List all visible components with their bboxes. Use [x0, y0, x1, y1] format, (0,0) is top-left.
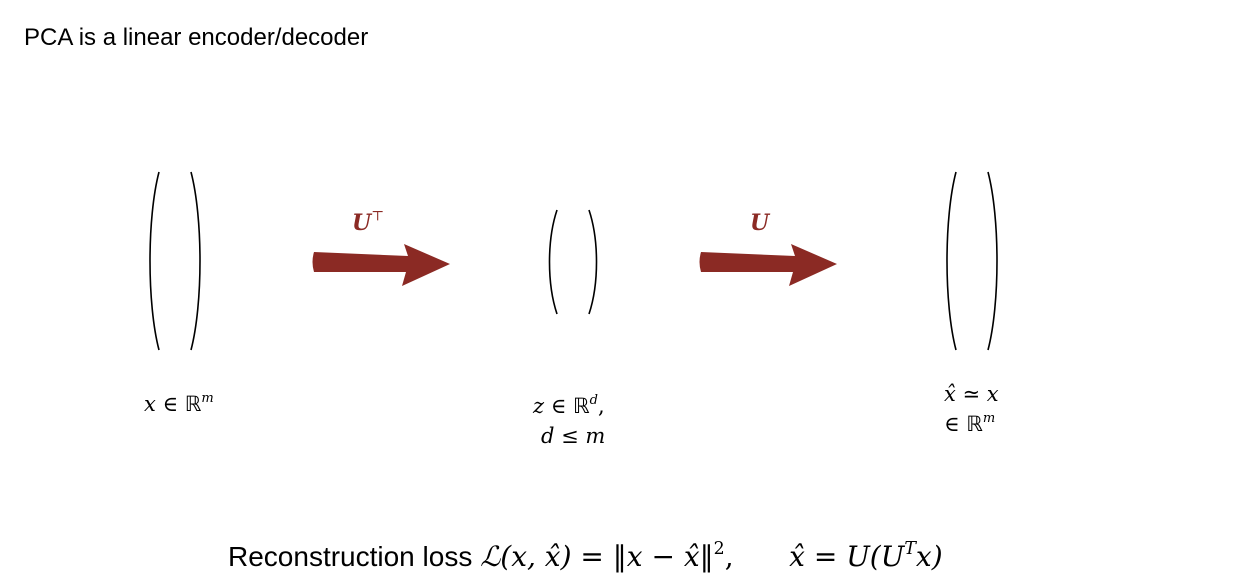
- reconstruction-loss-formula: Reconstruction loss ℒ(x, x̂) = ‖x − x̂‖2…: [228, 540, 943, 573]
- latent-vector: [543, 206, 603, 318]
- output-vector-label: x̂ ≃ x: [944, 382, 999, 406]
- output-vector: [942, 168, 1002, 354]
- loss-formula-right: x̂ = U(UTx): [789, 538, 943, 573]
- latent-vector-label: z ∈ ℝd,: [533, 392, 605, 418]
- loss-formula-left: ℒ(x, x̂) = ‖x − x̂‖2,: [480, 538, 734, 573]
- page-title: PCA is a linear encoder/decoder: [24, 24, 369, 51]
- encoder-label: U⊤: [352, 208, 385, 236]
- latent-dim-constraint: d ≤ m: [541, 424, 606, 448]
- decoder-arrow: [697, 238, 842, 295]
- output-vector-space: ∈ ℝm: [944, 410, 996, 436]
- input-vector: [145, 168, 205, 354]
- input-vector-label: x ∈ ℝm: [144, 390, 214, 416]
- encoder-arrow: [310, 238, 455, 295]
- decoder-label: U: [750, 210, 770, 236]
- loss-text: Reconstruction loss: [228, 541, 473, 572]
